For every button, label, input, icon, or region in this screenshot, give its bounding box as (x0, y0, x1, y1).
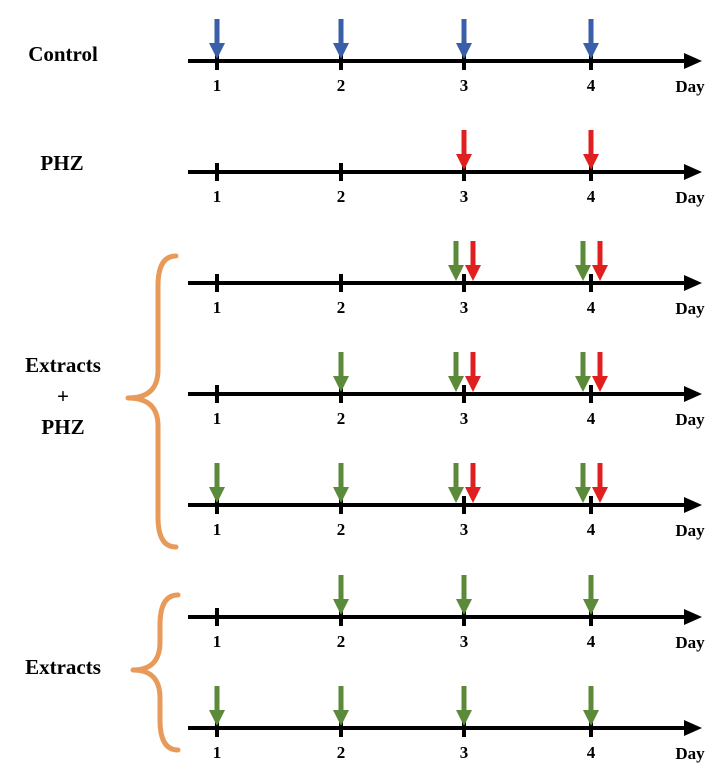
extract-dose-arrow (209, 686, 225, 726)
phz-dose-arrow (592, 241, 608, 281)
extract-dose-arrow (456, 686, 472, 726)
extract-dose-arrow (209, 463, 225, 503)
day-label: 2 (337, 187, 346, 206)
control-dose-arrow (583, 19, 599, 59)
extract-dose-arrow (333, 463, 349, 503)
control-dose-arrow (456, 19, 472, 59)
phz-dose-arrow (592, 463, 608, 503)
day-label: 1 (213, 632, 222, 651)
day-label: 1 (213, 409, 222, 428)
day-unit-label: Day (675, 188, 705, 207)
day-label: 3 (460, 76, 469, 95)
day-label: 4 (587, 632, 596, 651)
phz-dose-arrow (465, 463, 481, 503)
timeline-axis-arrowhead (684, 609, 702, 625)
day-label: 3 (460, 187, 469, 206)
extract-dose-arrow (575, 463, 591, 503)
day-label: 1 (213, 298, 222, 317)
brace-extracts (130, 592, 181, 753)
day-label: 1 (213, 76, 222, 95)
extract-dose-arrow (583, 575, 599, 615)
phz-dose-arrow (583, 130, 599, 170)
group-label-extracts: Extracts (25, 655, 101, 679)
day-label: 3 (460, 520, 469, 539)
extract-dose-arrow (333, 575, 349, 615)
day-unit-label: Day (675, 521, 705, 540)
day-label: 2 (337, 632, 346, 651)
day-label: 1 (213, 187, 222, 206)
extract-dose-arrow (448, 241, 464, 281)
day-label: 2 (337, 298, 346, 317)
extract-dose-arrow (333, 686, 349, 726)
timeline-axis-arrowhead (684, 720, 702, 736)
day-label: 4 (587, 409, 596, 428)
day-label: 4 (587, 743, 596, 762)
day-label: 2 (337, 76, 346, 95)
phz-dose-arrow (592, 352, 608, 392)
phz-dose-arrow (465, 352, 481, 392)
extract-dose-arrow (448, 352, 464, 392)
day-label: 2 (337, 409, 346, 428)
group-label-control: Control (28, 42, 98, 66)
day-unit-label: Day (675, 744, 705, 763)
timeline-axis-arrowhead (684, 275, 702, 291)
day-label: 2 (337, 743, 346, 762)
timeline-axis-arrowhead (684, 386, 702, 402)
day-label: 4 (587, 187, 596, 206)
day-label: 1 (213, 743, 222, 762)
timeline-axis-arrowhead (684, 53, 702, 69)
group-label-phz: PHZ (40, 151, 83, 175)
extract-dose-arrow (575, 241, 591, 281)
group-label-extracts-phz-line3: PHZ (41, 415, 84, 439)
day-label: 1 (213, 520, 222, 539)
day-unit-label: Day (675, 299, 705, 318)
day-unit-label: Day (675, 77, 705, 96)
group-label-extracts-phz-line2: + (57, 384, 69, 408)
timeline-axis-arrowhead (684, 497, 702, 513)
control-dose-arrow (209, 19, 225, 59)
extract-dose-arrow (575, 352, 591, 392)
control-dose-arrow (333, 19, 349, 59)
extract-dose-arrow (448, 463, 464, 503)
extract-dose-arrow (583, 686, 599, 726)
day-label: 3 (460, 743, 469, 762)
day-label: 3 (460, 632, 469, 651)
phz-dose-arrow (465, 241, 481, 281)
group-label-extracts-phz-line1: Extracts (25, 353, 101, 377)
extract-dose-arrow (333, 352, 349, 392)
extract-dose-arrow (456, 575, 472, 615)
phz-dose-arrow (456, 130, 472, 170)
day-label: 4 (587, 520, 596, 539)
day-label: 4 (587, 298, 596, 317)
brace-extracts-phz (125, 253, 179, 550)
day-unit-label: Day (675, 633, 705, 652)
day-label: 2 (337, 520, 346, 539)
day-label: 4 (587, 76, 596, 95)
day-label: 3 (460, 409, 469, 428)
day-label: 3 (460, 298, 469, 317)
day-unit-label: Day (675, 410, 705, 429)
timeline-axis-arrowhead (684, 164, 702, 180)
